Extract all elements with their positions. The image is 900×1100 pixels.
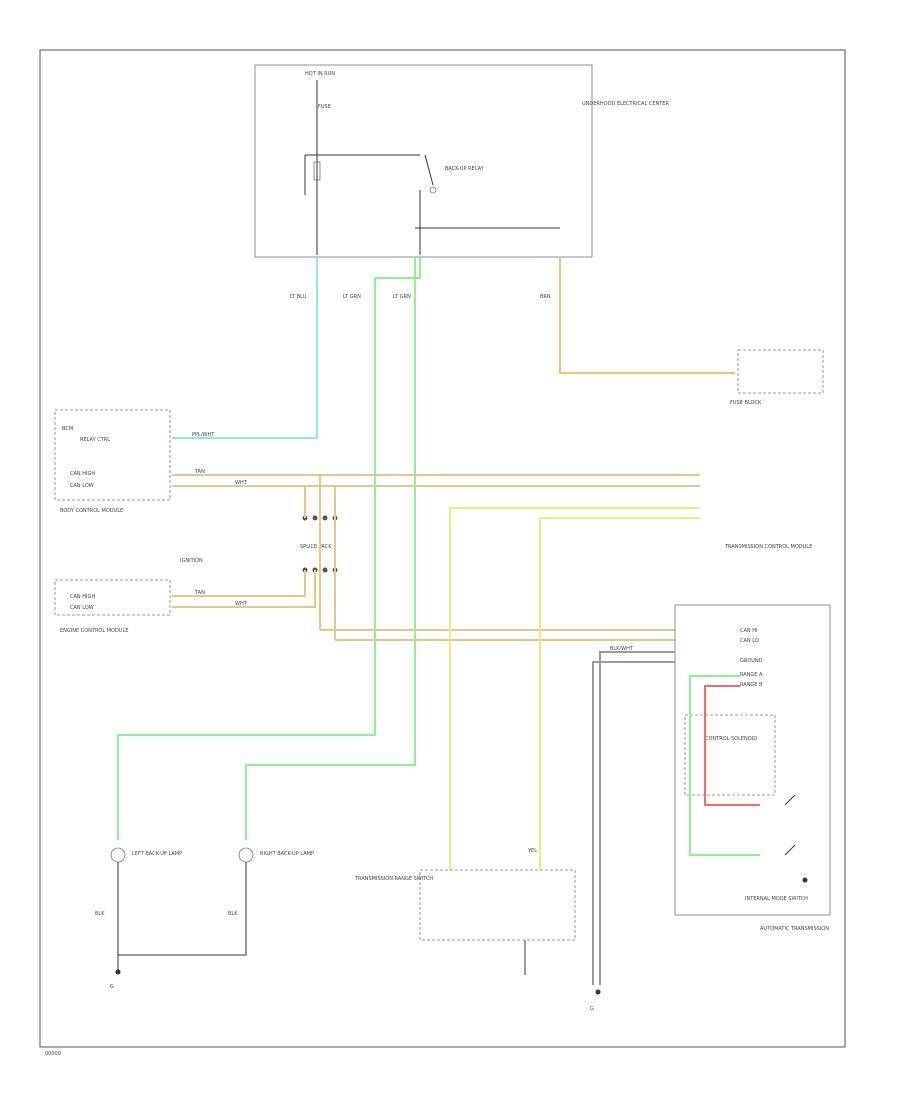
engine-control-module xyxy=(54,579,171,616)
tcm-name-label: TRANSMISSION CONTROL MODULE xyxy=(724,544,812,550)
ground-g2-symbol xyxy=(595,989,601,995)
body-control-module xyxy=(54,409,171,501)
wire-label-brn: BRN xyxy=(540,294,551,300)
bcm-can-high-label: CAN HIGH xyxy=(70,471,95,477)
wire-label-tan: TAN xyxy=(194,469,205,475)
wire-label-tan-a: TAN xyxy=(194,590,205,596)
page-code-label: 00000 xyxy=(45,1051,61,1057)
wire-green-left-lamp xyxy=(117,258,421,840)
tcm-ground-label: GROUND xyxy=(740,658,763,664)
wire-cyan-relay-ctrl xyxy=(172,258,318,439)
wire-label-lt-grn-1: LT GRN xyxy=(343,294,361,300)
wire-grey-ground-2 xyxy=(592,661,675,985)
wire-label-yel: YEL xyxy=(527,848,537,854)
can-high-ecm xyxy=(172,570,306,597)
passenger-fuse-block xyxy=(737,349,824,394)
tcm-can-hi-label: CAN HI xyxy=(740,628,757,634)
ground-g1-symbol xyxy=(115,969,121,975)
internal-mode-switch xyxy=(684,714,776,796)
fuse-label: FUSE xyxy=(318,104,331,110)
wire-label-lt-grn-2: LT GRN xyxy=(393,294,411,300)
wire-orange-fuse-block xyxy=(559,258,735,374)
relay-contact xyxy=(424,154,434,186)
wire-red-range-b xyxy=(704,685,760,806)
splice-pack-label: SPLICE PACK xyxy=(300,544,332,550)
auto-trans-label: AUTOMATIC TRANSMISSION xyxy=(760,926,829,932)
fuse-symbol xyxy=(313,161,321,181)
internal-mode-switch-label: INTERNAL MODE SWITCH xyxy=(745,896,808,902)
left-backup-lamp-label: LEFT BACK-UP LAMP xyxy=(132,851,182,857)
lamp-ground-wire xyxy=(117,862,247,956)
ecm-can-high-label: CAN HIGH xyxy=(70,594,95,600)
splice-node xyxy=(322,567,328,573)
mode-switch-contact-2 xyxy=(784,844,796,856)
ecm-name-label: ENGINE CONTROL MODULE xyxy=(60,628,128,634)
wire-label-blk-2: BLK xyxy=(228,911,238,917)
wire-label-wht-b: WHT xyxy=(235,601,248,607)
ground-g2-label: G xyxy=(590,1006,594,1012)
wire-label-blk-wht: BLK/WHT xyxy=(610,646,634,652)
transmission-control-module xyxy=(674,604,831,916)
range-switch-label: TRANSMISSION RANGE SWITCH xyxy=(354,876,433,882)
passenger-fuse-block-label: FUSE BLOCK xyxy=(730,400,762,406)
splice-node xyxy=(322,515,328,521)
wire-yellow-range-b xyxy=(539,517,700,870)
wire-label-ppl-wht: PPL/WHT xyxy=(192,432,215,438)
bcm-can-low-label: CAN LOW xyxy=(70,483,94,489)
backup-relay-label: BACK-UP RELAY xyxy=(445,166,485,172)
bcm-name-label: BODY CONTROL MODULE xyxy=(60,508,123,514)
splice-node xyxy=(312,515,318,521)
tcm-range-b-label: RANGE B xyxy=(740,682,763,688)
wire-label-lt-blu: LT BLU xyxy=(290,294,307,300)
can-low-ecm xyxy=(172,570,316,608)
wire-grey-ground-1 xyxy=(599,651,675,985)
control-solenoid-label: CONTROL SOLENOID xyxy=(705,736,757,742)
bcm-label: BCM xyxy=(62,426,73,432)
ignition-label: IGNITION xyxy=(180,558,203,564)
underhood-electrical-box xyxy=(254,64,593,258)
hot-in-run-label: HOT IN RUN xyxy=(305,71,335,77)
wire-yellow-range-a xyxy=(449,507,700,870)
mode-switch-contact-1 xyxy=(784,794,796,806)
wire-green-right-lamp xyxy=(245,258,416,840)
underhood-block-label: UNDERHOOD ELECTRICAL CENTER xyxy=(582,101,669,107)
wire-label-wht-a: WHT xyxy=(235,480,248,486)
ground-g1-label: G xyxy=(110,984,114,990)
relay-pivot xyxy=(429,186,437,194)
wire-green-range-a xyxy=(689,675,760,856)
tcm-can-lo-label: CAN LO xyxy=(740,638,759,644)
ecm-can-low-label: CAN LOW xyxy=(70,605,94,611)
diagram-frame xyxy=(39,49,846,1048)
tcm-range-a-label: RANGE A xyxy=(740,672,763,678)
bcm-relay-ctrl-label: RELAY CTRL xyxy=(80,437,110,443)
wire-label-blk-1: BLK xyxy=(95,911,105,917)
left-backup-lamp xyxy=(110,847,126,863)
transmission-range-switch xyxy=(419,869,576,941)
mode-switch-ground xyxy=(802,877,808,883)
right-backup-lamp-label: RIGHT BACK-UP LAMP xyxy=(260,851,314,857)
right-backup-lamp xyxy=(238,847,254,863)
